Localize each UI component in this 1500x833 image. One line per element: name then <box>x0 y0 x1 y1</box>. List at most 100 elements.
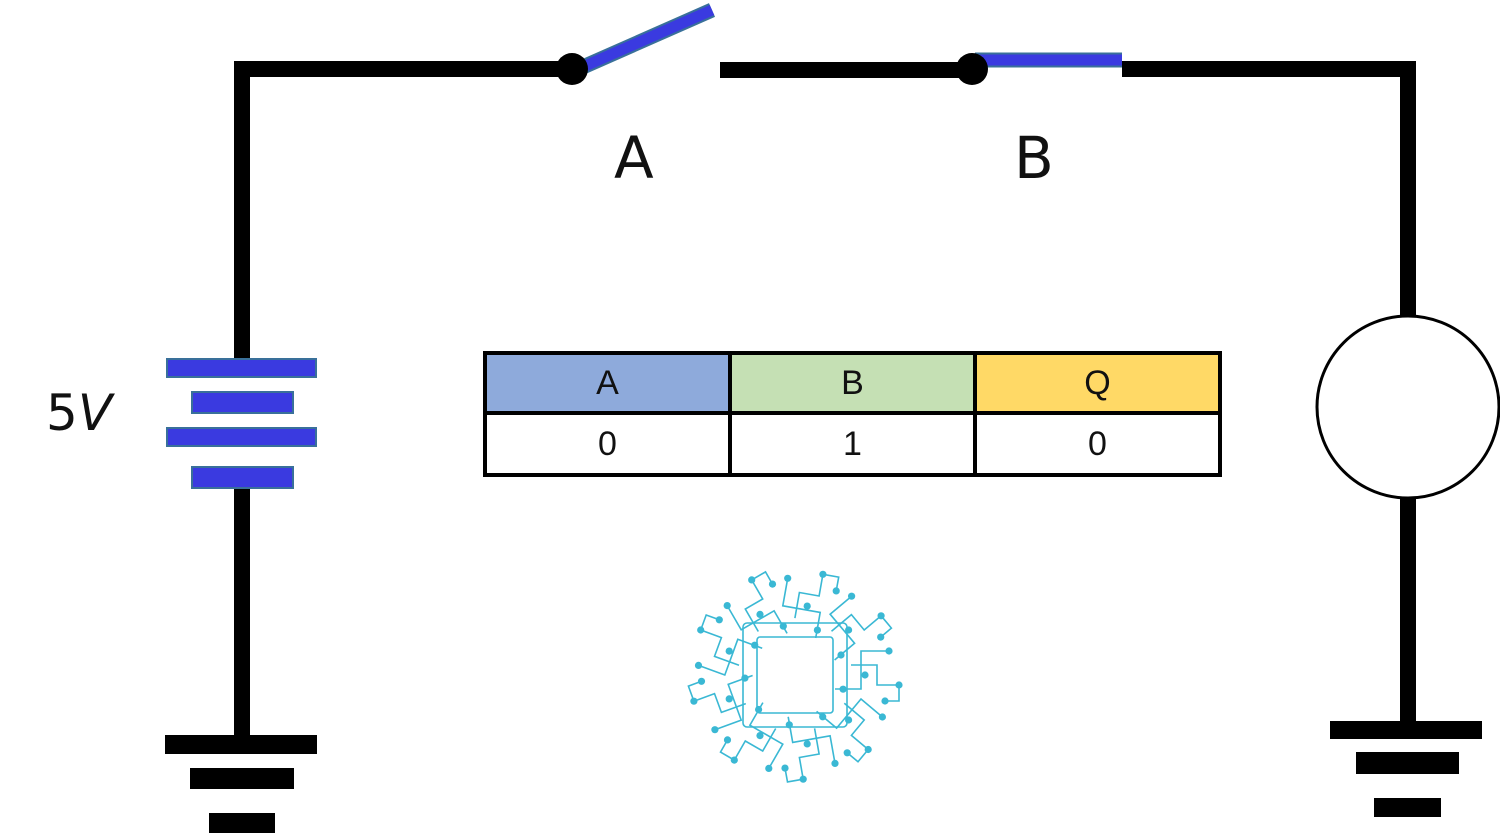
wires <box>234 61 1416 736</box>
logo-pad <box>837 651 845 659</box>
logo-pad <box>813 626 821 634</box>
battery-plate-short-1 <box>191 391 294 414</box>
switch-a[interactable] <box>556 3 716 85</box>
lamp-icon <box>1315 314 1500 500</box>
logo-trace <box>748 702 784 769</box>
truth-table: A B Q 0 1 0 <box>483 351 1222 477</box>
logo-trace <box>843 702 870 763</box>
logo-pad <box>885 647 893 655</box>
ground-left-bar-3 <box>209 813 275 833</box>
logo-pad <box>819 570 827 578</box>
logo-core <box>742 622 848 728</box>
logo-pad <box>877 633 885 641</box>
battery-plate-short-2 <box>191 466 294 489</box>
logo-pad <box>784 574 792 582</box>
logo-trace <box>787 716 836 764</box>
logo-pad <box>861 671 869 679</box>
logo-pad <box>839 685 847 693</box>
logo-trace <box>830 613 893 638</box>
logo-pad <box>785 721 793 729</box>
wire-left-top <box>234 61 572 360</box>
logo-pad <box>803 602 811 610</box>
switch-a-pivot <box>556 53 588 85</box>
logo-pad <box>831 759 839 767</box>
logo-trace <box>744 570 774 632</box>
voltage-label: 5V <box>46 384 112 442</box>
ground-icon <box>1330 721 1482 817</box>
logo-pad <box>723 736 732 744</box>
logo-trace <box>781 578 822 639</box>
logo-pad <box>756 732 764 740</box>
logo-pad <box>845 626 853 634</box>
ground-right-bar-2 <box>1356 752 1459 774</box>
header-a: A <box>483 351 732 415</box>
header-b: B <box>728 351 977 415</box>
logo-pad <box>690 697 698 705</box>
logo-pad <box>864 745 872 754</box>
logo-pad <box>803 740 811 748</box>
logo-trace <box>719 728 777 762</box>
logo-pad <box>715 616 723 624</box>
circuit-logo-icon <box>687 570 903 783</box>
voltage-unit: V <box>77 384 113 442</box>
switch-a-label: A <box>614 124 654 192</box>
logo-pad <box>881 697 889 705</box>
battery-plate-long-2 <box>166 427 317 447</box>
value-q: 0 <box>973 411 1222 477</box>
switch-b-label: B <box>1014 124 1054 192</box>
logo-pad <box>799 775 807 783</box>
logo-pad <box>694 661 703 669</box>
logo-pad <box>768 580 777 588</box>
logo-trace <box>835 650 889 690</box>
logo-pad <box>711 726 719 734</box>
battery-icon <box>166 358 317 489</box>
ground-icon <box>165 735 317 833</box>
logo-pad <box>765 764 773 772</box>
logo-pad <box>751 641 759 649</box>
logo-pad <box>723 602 731 610</box>
truth-table-row: 0 1 0 <box>483 411 1222 477</box>
logo-pad <box>697 626 705 634</box>
logo-pad <box>755 705 763 714</box>
logo-trace <box>726 605 788 634</box>
logo-trace <box>699 613 740 666</box>
logo-trace <box>828 595 856 661</box>
switch-b[interactable] <box>956 52 1122 85</box>
voltage-value: 5 <box>46 384 78 442</box>
battery-plate-long-1 <box>166 358 317 378</box>
logo-pad <box>878 713 886 721</box>
logo-core-inner <box>756 636 834 714</box>
logo-dots <box>690 570 903 783</box>
logo-pad <box>781 764 789 772</box>
wire-b-to-lamp <box>1122 61 1416 328</box>
logo-pad <box>779 622 787 630</box>
logo-pad <box>748 576 756 584</box>
truth-table-header-row: A B Q <box>483 351 1222 415</box>
logo-pad <box>819 713 827 721</box>
ground-right-bar-1 <box>1330 721 1482 739</box>
ground-left-bar-1 <box>165 735 317 754</box>
logo-pad <box>843 749 851 757</box>
logo-pad <box>741 674 749 682</box>
logo-pad <box>730 756 738 764</box>
logo-pad <box>697 677 706 685</box>
logo-arms <box>687 570 900 783</box>
logo-pad <box>756 610 764 618</box>
ground-right-bar-3 <box>1374 798 1441 817</box>
logo-pad <box>848 592 856 600</box>
logo-pad <box>725 647 733 655</box>
logo-trace <box>816 697 883 730</box>
header-q: Q <box>973 351 1222 415</box>
logo-pad <box>895 681 903 689</box>
switch-b-pivot <box>956 53 988 85</box>
logo-trace <box>714 674 753 731</box>
logo-trace <box>687 680 747 714</box>
logo-pad <box>877 612 885 620</box>
logo-pad <box>832 587 840 595</box>
logo-pad <box>725 695 733 703</box>
value-b: 1 <box>728 411 977 477</box>
logo-trace <box>851 664 900 702</box>
value-a: 0 <box>483 411 732 477</box>
ground-left-bar-2 <box>190 768 294 789</box>
